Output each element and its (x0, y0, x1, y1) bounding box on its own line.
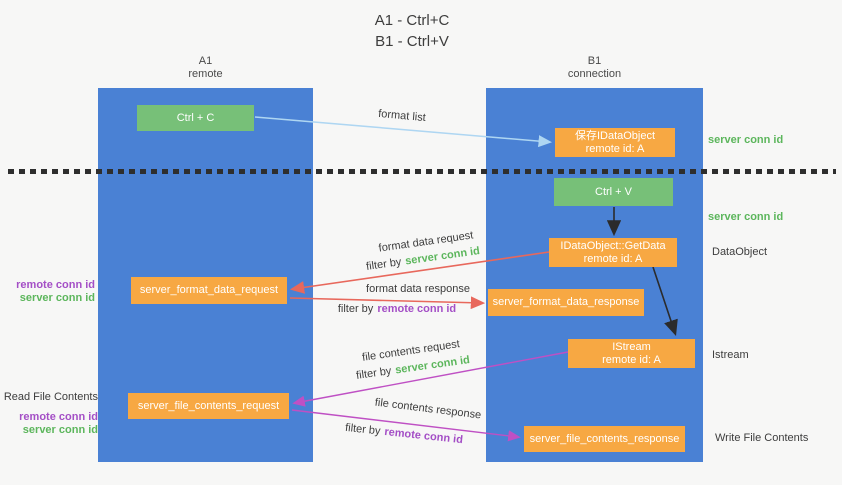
istream-line2: remote id: A (602, 353, 661, 366)
remote-conn-id-annotation-1: remote conn id (16, 279, 95, 291)
filter-by-text: filter by (344, 421, 382, 438)
server-conn-id-annotation-1: server conn id (19, 292, 95, 304)
ctrl-v-label: Ctrl + V (595, 185, 632, 198)
remote-conn-id-text: remote conn id (377, 303, 457, 315)
lane-header-a1: A1 remote (98, 55, 313, 81)
getdata-line1: IDataObject::GetData (560, 239, 666, 252)
read-file-contents-annotation: Read File Contents (3, 391, 98, 403)
remote-conn-id-text: remote conn id (383, 425, 464, 447)
title-line-1: A1 - Ctrl+C (374, 12, 450, 29)
getdata-line2: remote id: A (583, 252, 643, 265)
server-format-data-response-label: server_format_data_response (492, 296, 640, 308)
diagram-title: A1 - Ctrl+C B1 - Ctrl+V (332, 10, 492, 52)
server-file-contents-response-label: server_file_contents_response (529, 432, 680, 445)
save-idataobject-box: 保存IDataObject remote id: A (555, 128, 675, 157)
ctrl-c-box: Ctrl + C (137, 105, 254, 131)
server-conn-id-annotation-mid: server conn id (708, 211, 784, 223)
title-line-2: B1 - Ctrl+V (375, 33, 449, 50)
dataobject-annotation: DataObject (712, 246, 768, 258)
server-file-contents-response-box: server_file_contents_response (524, 426, 685, 452)
left-conn-id-group-2: Read File Contents remote conn id server… (4, 391, 98, 437)
lane-b1-role: connection (567, 68, 622, 80)
lane-b1-name: B1 (587, 55, 602, 67)
server-file-contents-request-label: server_file_contents_request (137, 399, 280, 412)
istream-line1: IStream (612, 340, 651, 353)
server-conn-id-annotation-top: server conn id (708, 134, 784, 146)
save-idataobject-line2: remote id: A (585, 142, 645, 155)
getdata-box: IDataObject::GetData remote id: A (549, 238, 677, 267)
save-idataobject-line1: 保存IDataObject (574, 129, 656, 142)
server-file-contents-request-box: server_file_contents_request (128, 393, 289, 419)
ctrl-c-label: Ctrl + C (176, 111, 215, 124)
filter-by-text: filter by (337, 303, 374, 315)
filter-by-text: filter by (365, 256, 403, 273)
write-file-contents-annotation: Write File Contents (715, 432, 809, 444)
lane-header-b1: B1 connection (486, 55, 703, 81)
format-list-label: format list (377, 107, 427, 125)
lane-a1-role: remote (188, 68, 223, 80)
left-conn-id-group-1: remote conn id server conn id (16, 279, 95, 305)
lane-a1-name: A1 (198, 55, 213, 67)
file-contents-response-label: file contents response (374, 396, 482, 422)
server-format-data-request-label: server_format_data_request (139, 284, 279, 296)
server-conn-id-annotation-2: server conn id (22, 424, 98, 436)
server-format-data-response-box: server_format_data_response (488, 289, 644, 316)
istream-annotation: Istream (712, 349, 749, 361)
filter-by-text: filter by (355, 365, 393, 382)
remote-conn-id-annotation-2: remote conn id (19, 411, 98, 423)
dotted-divider (8, 169, 836, 174)
ctrl-v-box: Ctrl + V (554, 178, 673, 206)
server-format-data-request-box: server_format_data_request (131, 277, 287, 304)
format-data-response-label: format data response (366, 283, 470, 295)
istream-box: IStream remote id: A (568, 339, 695, 368)
